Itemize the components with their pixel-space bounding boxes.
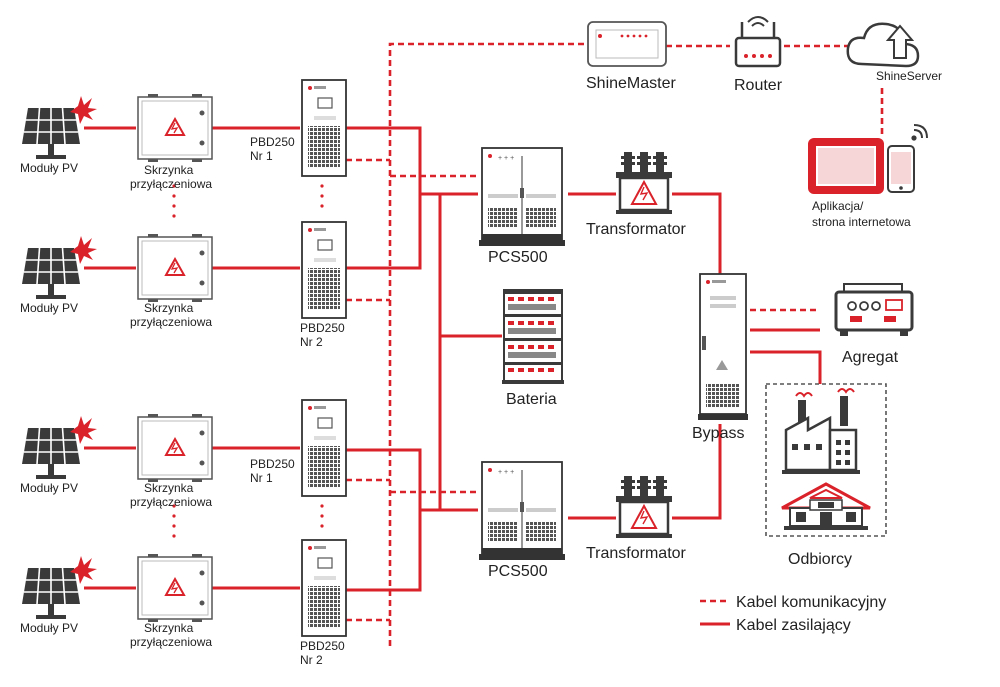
svg-text:PBD250: PBD250 <box>250 457 295 471</box>
transformer-label: Transformator <box>586 545 687 562</box>
svg-text:Skrzynka: Skrzynka <box>144 621 194 635</box>
generator-icon <box>834 283 914 336</box>
pcs-label: PCS500 <box>488 249 548 266</box>
legend-comm-label: Kabel komunikacyjny <box>736 594 886 611</box>
pbd-cabinet-icon <box>301 539 347 637</box>
communication-cables <box>346 42 884 646</box>
router-icon <box>734 16 782 68</box>
shinemaster-icon <box>587 21 667 67</box>
shinemaster-label: ShineMaster <box>586 75 676 92</box>
combiner-box-icon <box>137 233 213 303</box>
factory-icon <box>782 388 860 474</box>
bypass-cabinet-icon <box>698 273 748 420</box>
pbd-cabinet-icon <box>301 79 347 177</box>
svg-text:PBD250: PBD250 <box>300 639 345 653</box>
svg-text:przyłączeniowa: przyłączeniowa <box>130 177 212 191</box>
pbd-label-2: PBD250 Nr 2 <box>300 321 345 349</box>
combiner-box-icon <box>137 413 213 483</box>
router-label: Router <box>734 77 783 94</box>
svg-text:przyłączeniowa: przyłączeniowa <box>130 315 212 329</box>
svg-text:Nr 1: Nr 1 <box>250 149 273 163</box>
pbd-cabinet-icon <box>301 221 347 319</box>
svg-text:Nr 1: Nr 1 <box>250 471 273 485</box>
house-icon <box>780 482 872 532</box>
svg-text:Skrzynka: Skrzynka <box>144 481 194 495</box>
pv-label: Moduły PV <box>20 621 78 635</box>
legend: Kabel komunikacyjny Kabel zasilający <box>736 594 886 634</box>
combiner-box-icon <box>137 93 213 163</box>
combiner-label-4: Skrzynka przyłączeniowa <box>130 621 212 649</box>
combiner-label-3: Skrzynka przyłączeniowa <box>130 481 212 509</box>
transformer-label: Transformator <box>586 221 687 238</box>
svg-text:Aplikacja/: Aplikacja/ <box>812 199 864 213</box>
smartphone-icon <box>887 145 915 193</box>
pbd-label-1: PBD250 Nr 1 <box>250 135 295 163</box>
svg-text:Skrzynka: Skrzynka <box>144 301 194 315</box>
wifi-icon <box>911 124 928 141</box>
shineserver-label: ShineServer <box>876 69 942 83</box>
pcs-cabinet-icon <box>478 461 566 561</box>
pbd-label-4: PBD250 Nr 2 <box>300 639 345 667</box>
pcs-cabinet-icon <box>478 147 566 247</box>
ellipsis-markers <box>172 184 324 538</box>
bypass-label: Bypass <box>692 425 744 442</box>
legend-power-label: Kabel zasilający <box>736 617 851 634</box>
svg-text:przyłączeniowa: przyłączeniowa <box>130 495 212 509</box>
consumers-box <box>765 383 887 537</box>
battery-label: Bateria <box>506 391 557 408</box>
svg-text:PBD250: PBD250 <box>300 321 345 335</box>
app-label: Aplikacja/ strona internetowa <box>812 199 911 229</box>
combiner-label-2: Skrzynka przyłączeniowa <box>130 301 212 329</box>
combiner-box-icon <box>137 553 213 623</box>
pv-label: Moduły PV <box>20 161 78 175</box>
pbd-label-3: PBD250 Nr 1 <box>250 457 295 485</box>
svg-text:przyłączeniowa: przyłączeniowa <box>130 635 212 649</box>
battery-rack-icon <box>502 289 564 384</box>
svg-text:strona internetowa: strona internetowa <box>812 215 911 229</box>
svg-text:PBD250: PBD250 <box>250 135 295 149</box>
cloud-upload-icon <box>846 22 920 68</box>
tablet-icon <box>808 138 884 194</box>
power-cables <box>84 126 822 626</box>
pcs-label: PCS500 <box>488 563 548 580</box>
generator-label: Agregat <box>842 349 899 366</box>
pv-label: Moduły PV <box>20 301 78 315</box>
pbd-cabinet-icon <box>301 399 347 497</box>
combiner-label-1: Skrzynka przyłączeniowa <box>130 163 212 191</box>
svg-text:Nr 2: Nr 2 <box>300 653 323 667</box>
transformer-icon <box>614 150 674 216</box>
pv-label: Moduły PV <box>20 481 78 495</box>
consumers-label: Odbiorcy <box>788 551 852 568</box>
svg-text:Nr 2: Nr 2 <box>300 335 323 349</box>
svg-text:Skrzynka: Skrzynka <box>144 163 194 177</box>
transformer-icon <box>614 474 674 540</box>
